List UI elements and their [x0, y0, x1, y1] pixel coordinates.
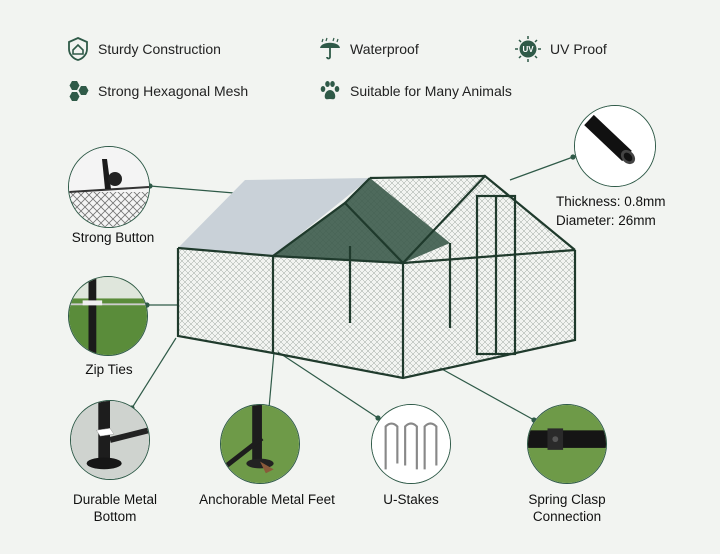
strong-button-image — [68, 146, 150, 228]
paw-icon — [318, 79, 342, 103]
thickness-spec: Thickness: 0.8mm — [556, 194, 666, 209]
feature-label: Waterproof — [350, 41, 419, 57]
feature-label: Suitable for Many Animals — [350, 83, 512, 99]
feature-waterproof: Waterproof — [318, 37, 419, 61]
feature-uv-proof: UV UV Proof — [514, 35, 607, 63]
uv-icon-text: UV — [522, 45, 534, 54]
u-stakes-label: U-Stakes — [383, 492, 439, 507]
anchorable-feet-label: Anchorable Metal Feet — [199, 492, 335, 507]
durable-bottom-line2: Bottom — [93, 509, 137, 524]
feature-label: UV Proof — [550, 41, 607, 57]
feature-many-animals: Suitable for Many Animals — [318, 79, 512, 103]
u-stakes-image — [371, 404, 451, 484]
durable-bottom-line1: Durable Metal — [72, 492, 158, 507]
feature-label: Sturdy Construction — [98, 41, 221, 57]
diameter-spec: Diameter: 26mm — [556, 213, 656, 228]
shield-house-icon — [66, 37, 90, 61]
hexagon-mesh-icon — [66, 79, 90, 103]
uv-sun-icon: UV — [514, 35, 542, 63]
zip-ties-label: Zip Ties — [85, 362, 133, 377]
feature-sturdy-construction: Sturdy Construction — [66, 37, 221, 61]
metal-feet-image — [220, 404, 300, 484]
spring-clasp-line2: Connection — [532, 509, 602, 524]
spring-clasp-image — [527, 404, 607, 484]
pipe-specs: Thickness: 0.8mm Diameter: 26mm — [556, 192, 666, 230]
metal-bottom-image — [70, 400, 150, 480]
spring-clasp-label: Spring Clasp Connection — [512, 491, 622, 525]
durable-bottom-label: Durable Metal Bottom — [60, 491, 170, 525]
umbrella-icon — [318, 37, 342, 61]
strong-button-label: Strong Button — [71, 230, 155, 245]
pipe-detail-image — [574, 105, 656, 187]
chicken-coop-image — [176, 174, 577, 380]
spring-clasp-line1: Spring Clasp — [528, 492, 606, 507]
feature-label: Strong Hexagonal Mesh — [98, 83, 249, 99]
feature-hexagonal-mesh: Strong Hexagonal Mesh — [66, 79, 248, 103]
zip-ties-image — [68, 276, 148, 356]
